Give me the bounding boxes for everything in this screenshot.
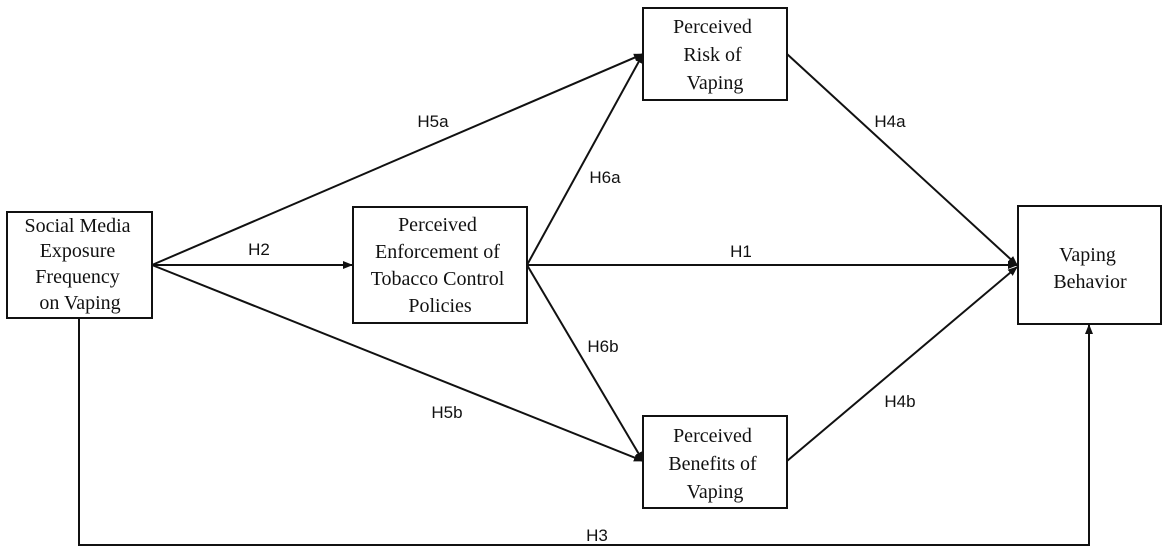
node-label-line: Enforcement of [375, 241, 500, 263]
node-label: Perceived Enforcement of Tobacco Control… [371, 214, 510, 317]
node-box [352, 206, 528, 324]
node-label-line: Vaping [1059, 244, 1116, 266]
node-label-line: Behavior [1053, 271, 1127, 293]
node-label-line: Perceived [673, 425, 752, 447]
node-social-media-exposure: Social Media Exposure Frequency on Vapin… [6, 211, 153, 319]
label-h4a: H4a [874, 112, 906, 131]
node-perceived-enforcement: Perceived Enforcement of Tobacco Control… [352, 206, 528, 324]
node-label-line: Vaping [687, 72, 744, 94]
node-label-line: Perceived [398, 214, 477, 236]
label-h5a: H5a [417, 112, 449, 131]
edge-h3 [78, 318, 1093, 546]
node-label-line: Vaping [687, 481, 744, 503]
node-box [1017, 205, 1162, 325]
edge-h6a [526, 53, 644, 266]
edge-h4a [786, 53, 1018, 266]
node-vaping-behavior: Vaping Behavior [1017, 205, 1162, 325]
node-label: Perceived Benefits of Vaping [668, 425, 761, 503]
label-h5b: H5b [431, 403, 462, 422]
label-h4b: H4b [884, 392, 915, 411]
node-label: Perceived Risk of Vaping [673, 16, 757, 94]
label-h3: H3 [586, 526, 608, 545]
label-h6a: H6a [589, 168, 621, 187]
node-label-line: Perceived [673, 16, 752, 38]
edge-h6b [526, 264, 644, 462]
node-label-line: Risk of [683, 44, 742, 66]
node-label-line: Frequency [35, 266, 119, 288]
edge-h4b [786, 266, 1018, 462]
node-perceived-benefits: Perceived Benefits of Vaping [642, 415, 788, 509]
node-box [6, 211, 153, 319]
edges [78, 53, 1093, 546]
node-box [642, 415, 788, 509]
node-label-line: Exposure [40, 240, 116, 262]
label-h6b: H6b [587, 337, 618, 356]
node-label-line: Benefits of [668, 453, 757, 475]
node-perceived-risk: Perceived Risk of Vaping [642, 7, 788, 101]
label-h1: H1 [730, 242, 752, 261]
node-label: Social Media Exposure Frequency on Vapin… [24, 215, 135, 314]
node-label-line: on Vaping [39, 292, 120, 314]
edge-h5a [151, 53, 644, 266]
edge-labels: H1 H2 H3 H4a H4b H5a H5b H6a H6b [248, 112, 915, 545]
node-label-line: Social Media [24, 215, 130, 237]
edge-h5b [151, 264, 644, 462]
node-label-line: Policies [408, 295, 472, 317]
node-label-line: Tobacco Control [371, 268, 505, 290]
label-h2: H2 [248, 240, 270, 259]
node-label: Vaping Behavior [1053, 244, 1127, 293]
node-box [642, 7, 788, 101]
